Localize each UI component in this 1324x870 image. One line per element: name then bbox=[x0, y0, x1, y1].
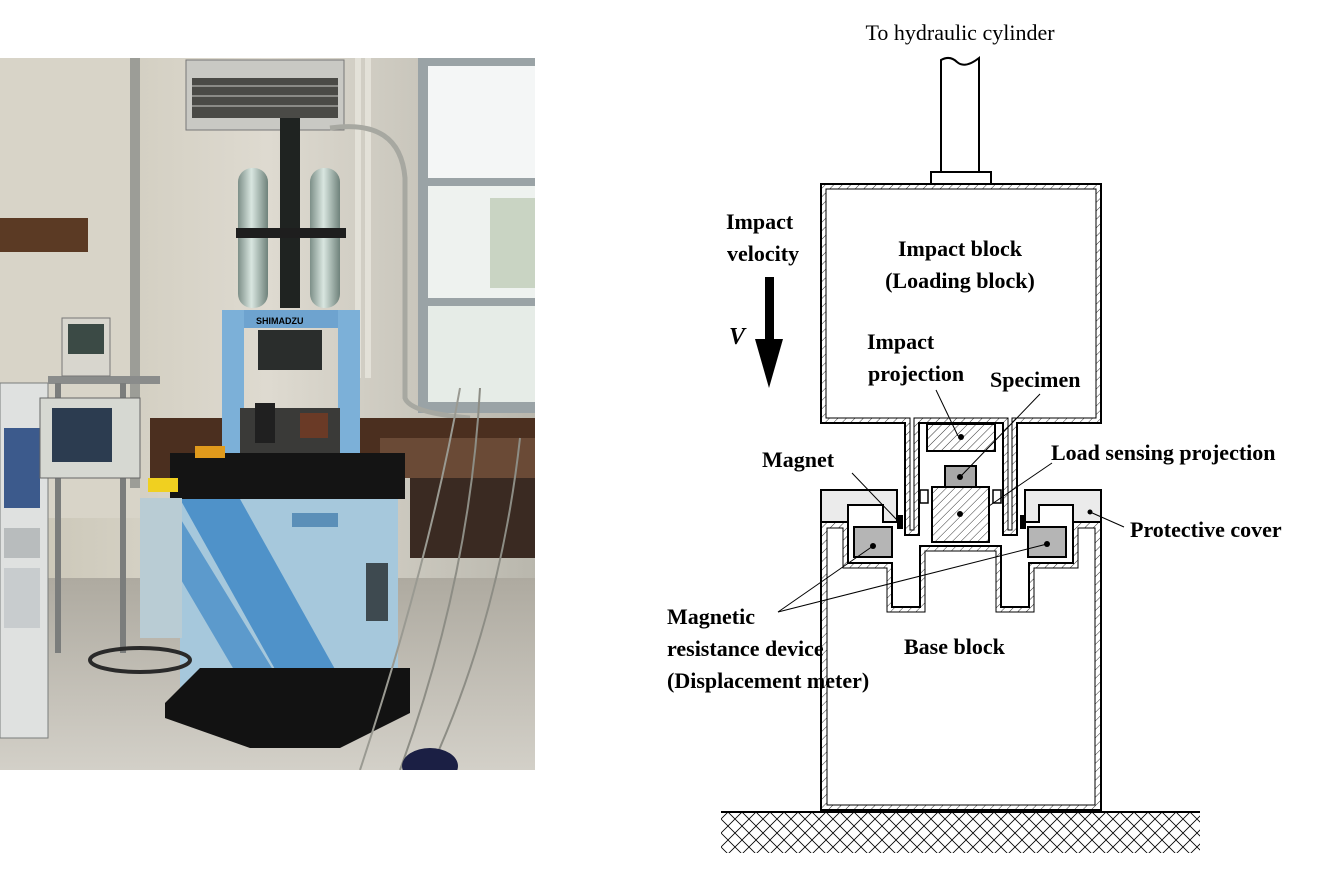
testing-machine-photo: SHIMADZU bbox=[0, 58, 535, 770]
ground bbox=[721, 811, 1200, 853]
magnet bbox=[897, 515, 1026, 529]
label-impact-projection-line2: projection bbox=[868, 361, 964, 386]
label-impact-velocity-line1: Impact bbox=[726, 209, 794, 234]
leader-lines bbox=[777, 389, 1125, 613]
load-sensing-projection bbox=[919, 486, 1002, 543]
label-impact-projection-line1: Impact bbox=[867, 329, 935, 354]
machine-plate-text: SHIMADZU bbox=[256, 316, 304, 326]
instrument-rack bbox=[0, 317, 160, 739]
label-magnetic-line2: resistance device bbox=[667, 636, 824, 661]
label-magnetic-line1: Magnetic bbox=[667, 604, 755, 629]
hydraulic-rod bbox=[930, 55, 992, 185]
label-base-block: Base block bbox=[904, 634, 1006, 659]
label-velocity-symbol: V bbox=[729, 324, 747, 350]
label-protective-cover: Protective cover bbox=[1130, 517, 1282, 542]
label-magnetic-line3: (Displacement meter) bbox=[667, 668, 869, 693]
base-block bbox=[820, 521, 1102, 811]
specimen bbox=[944, 465, 977, 488]
impact-testing-machine: SHIMADZU bbox=[140, 118, 410, 748]
label-magnet: Magnet bbox=[762, 447, 835, 472]
impact-projection bbox=[926, 423, 996, 452]
velocity-arrow bbox=[755, 277, 783, 388]
label-impact-velocity-line2: velocity bbox=[727, 241, 799, 266]
label-specimen: Specimen bbox=[990, 367, 1080, 392]
window bbox=[418, 58, 535, 413]
air-conditioner bbox=[185, 59, 345, 131]
label-to-hydraulic-cylinder: To hydraulic cylinder bbox=[865, 20, 1055, 45]
label-load-sensing-projection: Load sensing projection bbox=[1051, 440, 1276, 465]
label-impact-block-line1: Impact block bbox=[898, 236, 1023, 261]
label-impact-block-line2: (Loading block) bbox=[885, 268, 1035, 293]
impact-block bbox=[820, 183, 1102, 536]
